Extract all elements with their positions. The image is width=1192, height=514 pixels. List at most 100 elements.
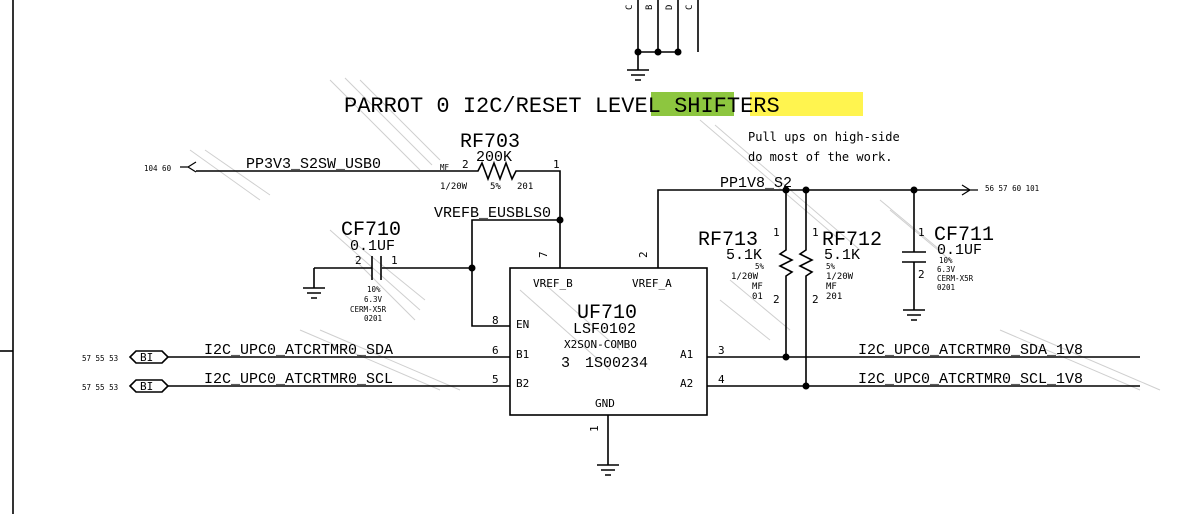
cf710-pin-right: 1	[391, 254, 398, 267]
title-highlight-shifter	[750, 92, 863, 116]
rf703-mf: MF	[440, 163, 450, 172]
rf703-tol: 5%	[490, 182, 501, 192]
schematic-title: PARROT 0 I2C/RESET LEVEL SHIFTERS	[344, 92, 863, 119]
ic-pin-a1: A1	[680, 348, 693, 361]
ic-pinnum-vref-b: 7	[537, 251, 550, 258]
rf712-value: 5.1K	[824, 247, 860, 264]
rf713-ref: RF713	[698, 229, 758, 252]
cf710-value: 0.1UF	[350, 238, 395, 255]
pp1v8-net-label: PP1V8_S2	[720, 175, 792, 192]
rf713-size: 01	[752, 292, 763, 302]
title-shifter: SHIFTER	[674, 94, 766, 119]
title-suffix: S	[766, 94, 779, 119]
rf712-size: 201	[826, 292, 842, 302]
rf703-ref: RF703	[460, 131, 520, 154]
ic-package: X2SON-COMBO	[564, 338, 637, 351]
top-letter-2: B	[645, 5, 655, 10]
rf703-value: 200K	[476, 149, 512, 166]
title-space	[661, 94, 674, 119]
rf713-pin-bot: 2	[773, 293, 780, 306]
ic-pinnum-b1: 6	[492, 344, 499, 357]
cf711-pin-top: 1	[918, 226, 925, 239]
note-line-1: Pull ups on high-side	[748, 130, 900, 144]
cf711-dielectric: CERM-X5R	[937, 274, 974, 283]
ic-pinnum-b2: 5	[492, 373, 499, 386]
rf713-mf: MF	[752, 282, 763, 292]
rf713-tol: 5%	[755, 262, 765, 271]
ic-pin-b1: B1	[516, 348, 529, 361]
ic-pn: 1S00234	[585, 355, 648, 372]
cf710-size: 0201	[364, 314, 382, 323]
ic-pin-a2: A2	[680, 377, 693, 390]
cf711-tol: 10%	[939, 256, 953, 265]
title-level: LEVEL	[595, 94, 661, 119]
scl-refs: 57 55 53	[82, 383, 118, 392]
pp3v3-net-label: PP3V3_S2SW_USB0	[246, 156, 381, 173]
capacitor-cf710: CF710 0.1UF 2 1 10% 6.3V CERM-X5R 0201	[303, 219, 472, 323]
ic-ref: UF710	[577, 302, 637, 325]
note-line-2: do most of the work.	[748, 150, 893, 164]
ic-pinnum-gnd: 1	[588, 425, 601, 432]
cf710-volt: 6.3V	[364, 295, 383, 304]
title-prefix: PARROT 0 I2C/RESET	[344, 94, 595, 119]
ic-pin-vref-a: VREF_A	[632, 277, 672, 290]
top-letter-1: C	[625, 5, 635, 10]
cf710-dielectric: CERM-X5R	[350, 305, 387, 314]
sda-port-label: BI	[140, 351, 153, 364]
rf703-pin-right: 1	[553, 158, 560, 171]
sda-net-label: I2C_UPC0_ATCRTMR0_SDA	[204, 342, 393, 359]
cf711-size: 0201	[937, 283, 955, 292]
top-letter-3: D	[665, 5, 675, 10]
top-ground-cluster: C B D C	[625, 0, 699, 81]
rf703-size: 201	[517, 182, 533, 192]
capacitor-cf711: CF711 0.1UF 1 10% 6.3V CERM-X5R 0201 2	[902, 190, 994, 321]
title-highlight-level	[651, 92, 734, 116]
sda-refs: 57 55 53	[82, 354, 118, 363]
ic-pinnum-a1: 3	[718, 344, 725, 357]
net-vrefb: VREFB_EUSBLS0	[434, 205, 560, 327]
ic-pin-vref-b: VREF_B	[533, 277, 573, 290]
cf710-tol: 10%	[367, 285, 381, 294]
resistor-rf712: RF712 5.1K 1 5% 1/20W MF 201 2	[798, 190, 882, 386]
rf712-tol: 5%	[826, 262, 836, 271]
ic-pin-gnd: GND	[595, 397, 615, 410]
rf712-ref: RF712	[822, 229, 882, 252]
scl-1v8-net-label: I2C_UPC0_ATCRTMR0_SCL_1V8	[858, 371, 1083, 388]
rf703-power: 1/20W	[440, 182, 468, 192]
cf710-ref: CF710	[341, 219, 401, 242]
cf710-pin-left: 2	[355, 254, 362, 267]
cf711-pin-bot: 2	[918, 268, 925, 281]
cf711-value: 0.1UF	[937, 242, 982, 259]
ic-pn-prefix: 3	[561, 355, 570, 372]
rf712-pin-bot: 2	[812, 293, 819, 306]
net-pp3v3: 104 60 PP3V3_S2SW_USB0	[144, 156, 470, 173]
rf713-pin-top: 1	[773, 226, 780, 239]
rf712-mf: MF	[826, 282, 837, 292]
pp1v8-refs: 56 57 60 101	[985, 184, 1039, 193]
ic-part: LSF0102	[573, 321, 636, 338]
rf713-power: 1/20W	[731, 272, 759, 282]
ic-pinnum-a2: 4	[718, 373, 725, 386]
vrefb-net-label: VREFB_EUSBLS0	[434, 205, 551, 222]
ic-pinnum-en: 8	[492, 314, 499, 327]
rf712-pin-top: 1	[812, 226, 819, 239]
cf711-volt: 6.3V	[937, 265, 956, 274]
resistor-rf703: RF703 200K MF 2 1 1/20W 5% 201	[440, 131, 564, 268]
scl-port-label: BI	[140, 380, 153, 393]
net-pp1v8: PP1V8_S2 56 57 60 101	[720, 175, 1039, 196]
ic-pin-en: EN	[516, 318, 529, 331]
scl-net-label: I2C_UPC0_ATCRTMR0_SCL	[204, 371, 393, 388]
cf711-ref: CF711	[934, 224, 994, 247]
pp3v3-refs: 104 60	[144, 164, 172, 173]
svg-text:PARROT 0 I2C/RESET LEVEL SHIFT: PARROT 0 I2C/RESET LEVEL SHIFTERS	[344, 94, 780, 119]
rf703-pin-left: 2	[462, 158, 469, 171]
ic-pin-b2: B2	[516, 377, 529, 390]
net-sda-scl: 57 55 53 57 55 53 BI BI I2C_UPC0_ATCRTMR…	[82, 342, 1140, 393]
resistor-rf713: RF713 5.1K 1 5% 1/20W MF 01 2	[698, 190, 794, 357]
hatch-marks	[189, 77, 1161, 391]
ic-pinnum-vref-a: 2	[637, 251, 650, 258]
sda-1v8-net-label: I2C_UPC0_ATCRTMR0_SDA_1V8	[858, 342, 1083, 359]
rf713-value: 5.1K	[726, 247, 762, 264]
ic-uf710: VREF_B VREF_A UF710 LSF0102 X2SON-COMBO …	[492, 189, 970, 476]
